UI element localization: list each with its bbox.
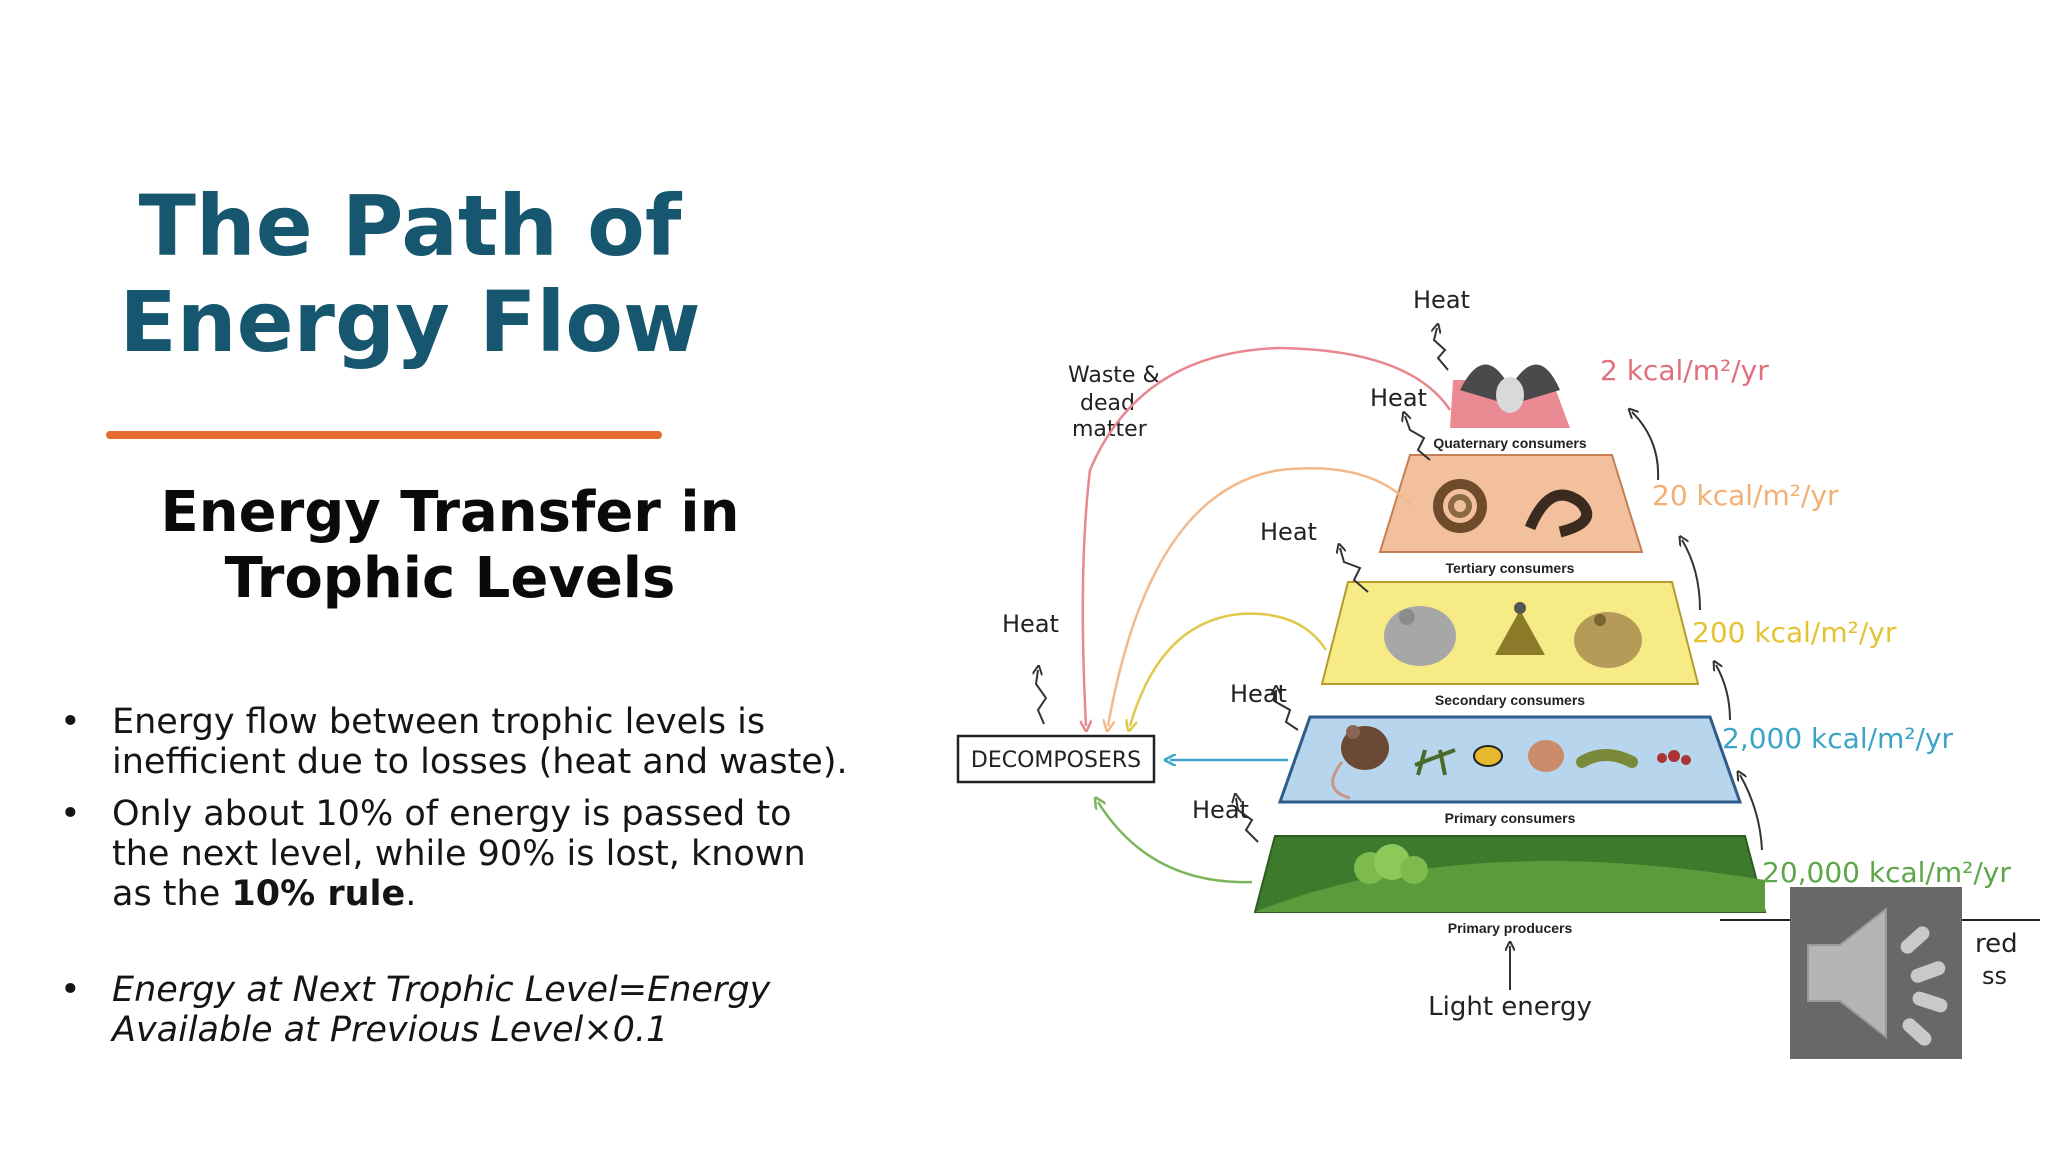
level-primary-producers: Primary producers [1255, 836, 1765, 936]
energy-arrow [1682, 540, 1700, 610]
title-line-1: The Path of [80, 178, 740, 274]
heat-arrow-producers: Heat [1192, 796, 1258, 842]
heat-label: Heat [1002, 610, 1059, 638]
heat-label: Heat [1413, 286, 1470, 314]
waste-line-3: matter [1072, 417, 1148, 442]
heat-arrow-secondary: Heat [1260, 518, 1368, 592]
partial-label-2: ss [1982, 962, 2007, 990]
level-secondary-consumers: Secondary consumers [1322, 582, 1698, 708]
waste-line-1: Waste & [1068, 363, 1160, 388]
level-label: Primary consumers [1445, 810, 1576, 826]
title-line-2: Energy Flow [80, 274, 740, 370]
partial-label-1: red [1975, 929, 2018, 959]
bee-icon [1474, 746, 1502, 766]
heat-arrow-tertiary: Heat [1370, 384, 1430, 460]
level-primary-consumers: Primary consumers [1280, 717, 1740, 826]
shrew-icon [1384, 606, 1456, 666]
energy-2000: 2,000 kcal/m²/yr [1722, 722, 1954, 755]
slide-title: The Path of Energy Flow [80, 178, 740, 370]
heat-label: Heat [1370, 384, 1427, 412]
energy-2: 2 kcal/m²/yr [1600, 354, 1769, 387]
speaker-icon [1790, 887, 1962, 1059]
energy-200: 200 kcal/m²/yr [1692, 616, 1897, 649]
subtitle-line-1: Energy Transfer in [140, 480, 760, 546]
waste-label: Waste & dead matter [1068, 363, 1160, 442]
waste-arrow-secondary [1130, 614, 1326, 726]
level-tertiary-consumers: Tertiary consumers [1380, 455, 1642, 576]
bullet-ten-percent: Only about 10% of energy is passed to th… [60, 794, 850, 914]
slide-subtitle: Energy Transfer in Trophic Levels [140, 480, 760, 612]
level-label: Tertiary consumers [1446, 560, 1575, 576]
heat-label: Heat [1192, 796, 1249, 824]
decomposers-box: DECOMPOSERS [958, 736, 1154, 782]
bullet-energy-flow: Energy flow between trophic levels is in… [60, 702, 850, 782]
level-label: Primary producers [1448, 920, 1573, 936]
moth-icon [1528, 740, 1564, 772]
energy-20: 20 kcal/m²/yr [1652, 479, 1839, 512]
toad-icon [1574, 612, 1642, 668]
energy-arrow [1632, 412, 1658, 480]
formula-text: Energy at Next Trophic Level=Energy Avai… [112, 970, 770, 1050]
bullet-text-start: Only about 10% of energy is passed to th… [112, 794, 806, 914]
bullet-formula: Energy at Next Trophic Level=Energy Avai… [60, 970, 850, 1050]
title-underline [106, 431, 662, 439]
light-energy-label: Light energy [1428, 992, 1592, 1022]
decomposers-label: DECOMPOSERS [971, 748, 1141, 773]
level-label: Secondary consumers [1435, 692, 1585, 708]
energy-arrow [1716, 665, 1730, 720]
heat-arrow-decomposers: Heat [1002, 610, 1059, 724]
heat-arrow-primary-consumers: Heat [1230, 680, 1298, 730]
bullet-text-end: . [405, 874, 416, 914]
energy-20000: 20,000 kcal/m²/yr [1762, 856, 2011, 889]
light-energy: Light energy [1428, 946, 1592, 1022]
heat-label: Heat [1230, 680, 1287, 708]
audio-speaker-button[interactable] [1790, 887, 1962, 1059]
bullet-text: Energy flow between trophic levels is in… [112, 702, 848, 782]
level-quaternary-consumers: Quaternary consumers [1433, 364, 1586, 451]
heat-arrow-top: Heat [1413, 286, 1470, 370]
subtitle-line-2: Trophic Levels [140, 546, 760, 612]
heat-label: Heat [1260, 518, 1317, 546]
bullet-bold-rule: 10% rule [231, 874, 405, 914]
caterpillar-icon [1582, 755, 1632, 762]
level-label: Quaternary consumers [1433, 435, 1586, 451]
bullet-list: Energy flow between trophic levels is in… [60, 702, 850, 1062]
